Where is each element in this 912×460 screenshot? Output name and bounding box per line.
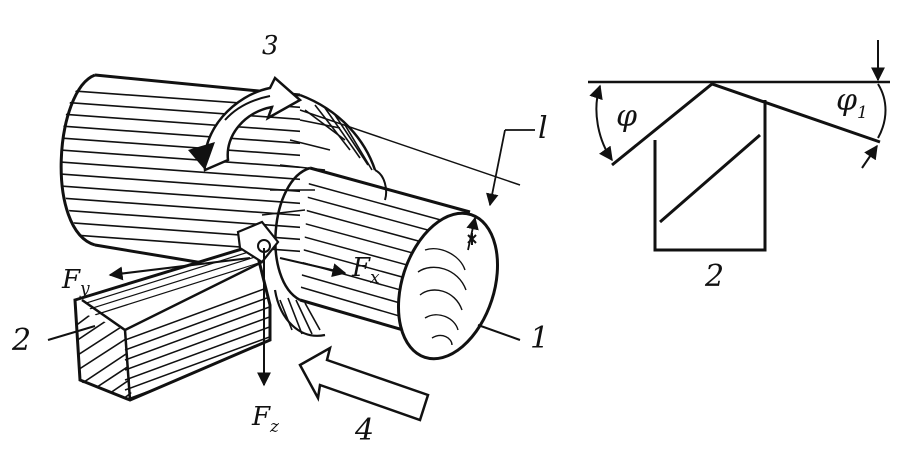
force-y-arrow bbox=[108, 257, 251, 281]
tool-tip bbox=[236, 220, 280, 264]
tool-outline bbox=[611, 82, 881, 252]
rotation-arrow bbox=[188, 75, 303, 172]
workpiece-cylinder bbox=[274, 166, 500, 361]
feed-arrow bbox=[298, 345, 430, 422]
leader-workpiece bbox=[477, 324, 521, 341]
label-tool: 2 bbox=[11, 323, 31, 358]
force-arrows bbox=[108, 248, 347, 387]
label-angle-phi: φ bbox=[616, 99, 637, 134]
angle-phi1-arc bbox=[877, 83, 887, 139]
label-force-x: Fx bbox=[351, 253, 380, 288]
turning-scene: 3 l 1 2 4 Fy Fx Fz bbox=[11, 31, 549, 448]
cutting-tool bbox=[73, 220, 280, 402]
label-tool-plan: 2 bbox=[704, 259, 724, 294]
workpiece-end-face bbox=[396, 211, 500, 361]
label-depth: l bbox=[538, 111, 548, 146]
label-feed: 4 bbox=[354, 413, 374, 448]
label-force-y: Fy bbox=[61, 265, 90, 299]
label-force-z: Fz bbox=[251, 402, 280, 437]
depth-of-cut-dimension bbox=[299, 109, 535, 251]
force-x-arrow bbox=[279, 257, 347, 277]
tool-hatch bbox=[659, 133, 761, 224]
leader-tool bbox=[47, 325, 96, 341]
large-cylinder bbox=[59, 73, 301, 272]
label-workpiece: 1 bbox=[530, 321, 549, 356]
phi1-lower-arrow bbox=[861, 144, 878, 169]
label-rotation: 3 bbox=[262, 31, 279, 61]
tool-plan-view: φ φ1 2 bbox=[588, 40, 890, 294]
label-angle-phi1: φ1 bbox=[836, 83, 868, 123]
angle-phi-arc bbox=[589, 84, 613, 162]
